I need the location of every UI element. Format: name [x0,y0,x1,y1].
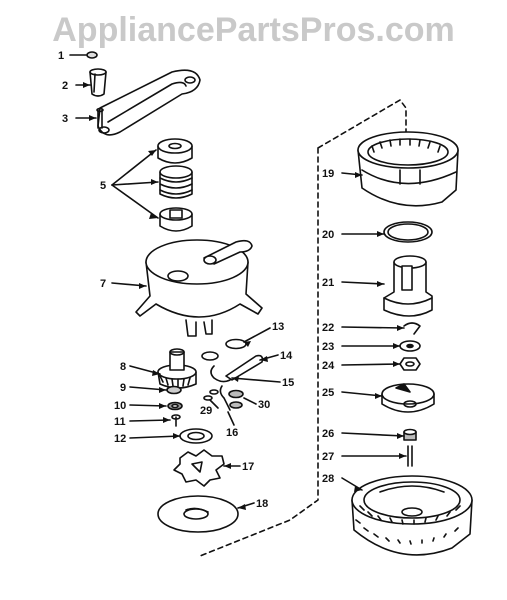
callout-13: 13 [272,321,284,333]
part-12-washer[interactable] [179,428,213,444]
callout-11: 11 [114,416,126,428]
part-20-o-ring[interactable] [383,221,433,243]
part-ring-small[interactable] [201,351,219,361]
callout-30: 30 [258,399,270,411]
callout-2: 2 [62,80,68,92]
callout-27: 27 [322,451,334,463]
callout-5: 5 [100,180,106,192]
callout-24: 24 [322,360,335,372]
callout-8: 8 [120,361,126,373]
callout-19: 19 [322,168,334,180]
callout-9: 9 [120,382,126,394]
callout-25: 25 [322,387,334,399]
part-28-gear-base[interactable] [351,475,473,556]
part-29-washer[interactable] [203,395,213,401]
part-26-screw[interactable] [403,428,417,441]
callout-7: 7 [100,278,106,290]
callout-17: 17 [242,461,254,473]
part-14-pawl[interactable] [225,354,264,381]
callout-18: 18 [256,498,268,510]
callout-28: 28 [322,473,334,485]
part-18-disc[interactable] [157,495,239,533]
callout-12: 12 [114,433,126,445]
callout-22: 22 [322,322,334,334]
part-9-washer[interactable] [166,385,182,395]
part-5-clutch-stack[interactable] [157,138,193,232]
part-16-clip[interactable] [209,385,231,411]
callout-20: 20 [322,229,334,241]
part-13-ring[interactable] [225,338,247,350]
part-10-washer[interactable] [167,401,183,411]
callout-29: 29 [200,405,212,417]
part-7-housing[interactable] [135,239,263,337]
callout-26: 26 [322,428,334,440]
part-8-gear[interactable] [157,348,197,389]
part-21-spindle[interactable] [383,255,433,317]
part-25-cam[interactable] [381,383,435,413]
callout-21: 21 [322,277,334,289]
part-2-knob[interactable] [89,68,107,97]
part-1-nut[interactable] [86,51,98,59]
callout-23: 23 [322,341,334,353]
callout-15: 15 [282,377,294,389]
part-11-pin[interactable] [171,414,181,427]
part-17-star-disc[interactable] [173,449,225,487]
part-15-spring[interactable] [210,365,231,383]
watermark-logo: AppliancePartsPros.com [52,11,455,49]
callout-14: 14 [280,350,293,362]
callout-1: 1 [58,50,64,62]
part-19-ring-gear[interactable] [357,131,459,207]
part-27-shaft-pin[interactable] [407,445,413,467]
part-24-nut[interactable] [399,357,421,371]
part-3-lever-arm[interactable] [96,69,201,136]
callout-10: 10 [114,400,126,412]
part-23-washer[interactable] [399,340,421,352]
part-30-nut[interactable] [228,389,244,409]
callout-16: 16 [226,427,238,439]
callout-3: 3 [62,113,68,125]
part-22-key[interactable] [403,322,421,335]
